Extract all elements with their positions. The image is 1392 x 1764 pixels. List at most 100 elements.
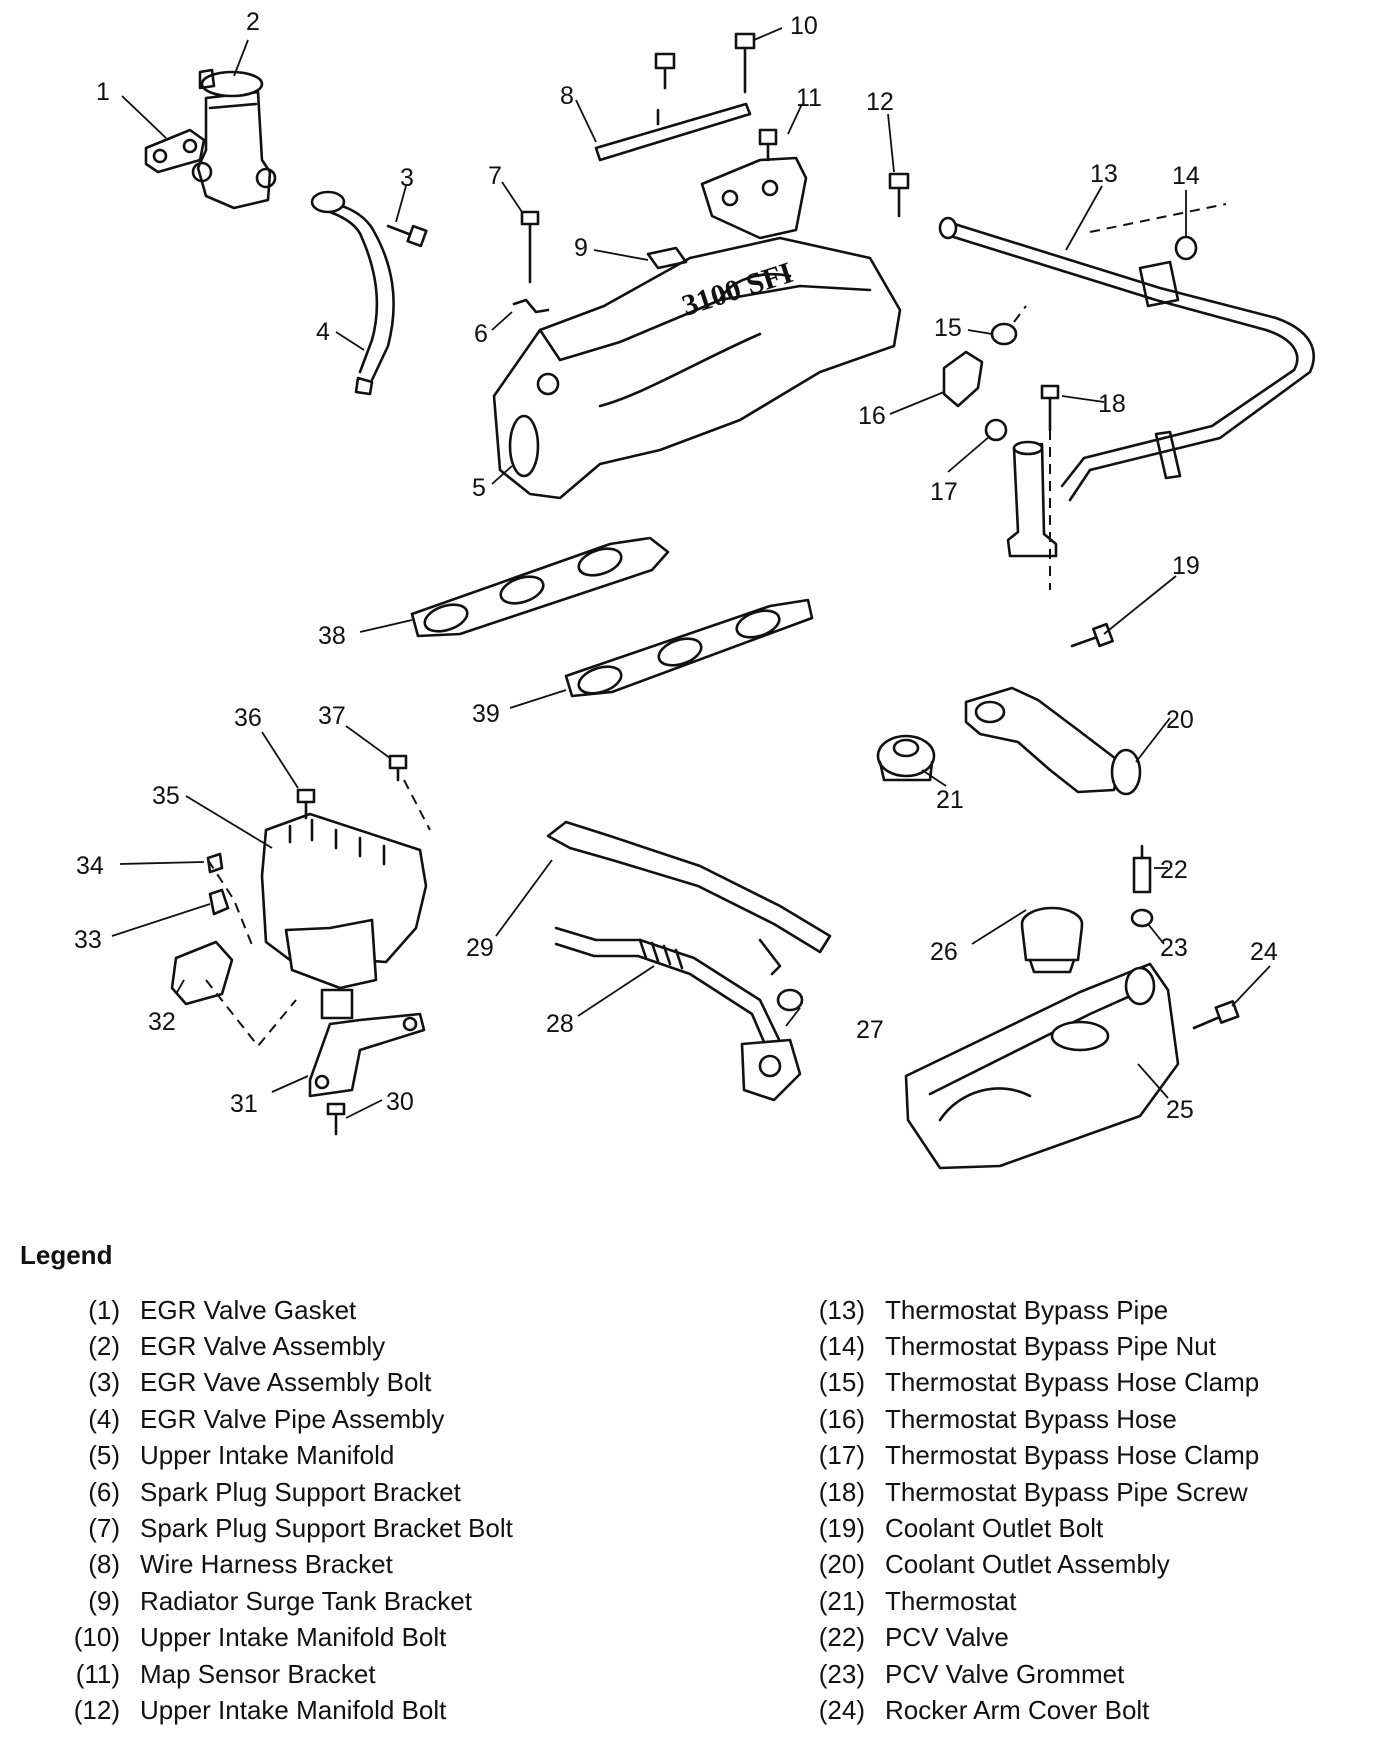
exploded-parts-diagram: 3100 SFI — [74, 8, 1315, 1170]
egr-inlet-pipe — [554, 926, 802, 1102]
legend-item-label: Thermostat — [885, 1585, 1017, 1616]
thermostat-bypass-hose-clamp-15 — [990, 322, 1018, 346]
map-sensor-bracket-lower — [308, 988, 426, 1098]
coil-bolt-37 — [388, 754, 408, 782]
legend-item-number: (23) — [818, 1658, 865, 1689]
legend-item: (11)Map Sensor Bracket — [60, 1656, 513, 1692]
coolant-outlet-assembly — [964, 686, 1142, 796]
legend-item-number: (16) — [818, 1403, 865, 1434]
bracket-bolt-30 — [326, 1102, 346, 1136]
callout-labels: 1 2 3 4 5 6 7 8 9 10 11 12 13 14 15 16 1… — [74, 8, 1278, 1124]
legend-item-number: (1) — [88, 1294, 120, 1325]
upper-intake-manifold: 3100 SFI — [492, 236, 902, 500]
legend-item-label: Upper Intake Manifold Bolt — [140, 1694, 447, 1725]
thermostat-bypass-pipe-screw — [1040, 384, 1060, 432]
legend-item-label: PCV Valve — [885, 1622, 1009, 1653]
legend-item: (13)Thermostat Bypass Pipe — [805, 1292, 1259, 1328]
thermostat-bypass-pipe — [938, 216, 1315, 502]
callout-29: 29 — [466, 934, 494, 962]
coil-bolt-36 — [296, 788, 316, 820]
thermostat-bypass-hose-clamp-17 — [984, 418, 1008, 442]
egr-valve-assembly-bolt — [386, 224, 428, 248]
callout-8: 8 — [560, 82, 574, 110]
callout-33: 33 — [74, 926, 102, 954]
legend-item-number: (20) — [818, 1549, 865, 1580]
callout-35: 35 — [152, 782, 180, 810]
legend-item-label: Rocker Arm Cover Bolt — [885, 1694, 1150, 1725]
thermostat — [876, 734, 936, 782]
legend-item-number: (8) — [88, 1549, 120, 1580]
legend-item-number: (19) — [818, 1513, 865, 1544]
map-sensor — [170, 940, 234, 1006]
radiator-surge-tank-bracket — [646, 246, 688, 270]
legend-item: (16)Thermostat Bypass Hose — [805, 1401, 1259, 1437]
callout-2: 2 — [246, 8, 260, 36]
callout-13: 13 — [1090, 160, 1118, 188]
callout-25: 25 — [1166, 1096, 1194, 1124]
legend-item-number: (14) — [818, 1331, 865, 1362]
callout-22: 22 — [1160, 856, 1188, 884]
legend-item-label: Spark Plug Support Bracket Bolt — [140, 1513, 513, 1544]
legend-item: (2)EGR Valve Assembly — [60, 1328, 513, 1364]
legend-list-right: (13)Thermostat Bypass Pipe(14) Thermostat… — [805, 1292, 1260, 1729]
legend-item-number: (15) — [818, 1367, 865, 1398]
legend-item-label: Thermostat Bypass Pipe Screw — [885, 1476, 1248, 1507]
callout-31: 31 — [230, 1090, 258, 1118]
legend-item-number: (13) — [818, 1294, 865, 1325]
legend-item-label: EGR Valve Pipe Assembly — [140, 1403, 445, 1434]
legend-item-number: (2) — [88, 1331, 120, 1362]
egr-valve-pipe-assembly — [310, 190, 395, 396]
callout-30: 30 — [386, 1088, 414, 1116]
legend-item-label: Radiator Surge Tank Bracket — [140, 1585, 472, 1616]
legend-item: (22)PCV Valve — [805, 1620, 1259, 1656]
legend-item-label: Wire Harness Bracket — [140, 1549, 393, 1580]
upper-intake-manifold-bolt-12 — [888, 172, 910, 218]
callout-26: 26 — [930, 938, 958, 966]
egr-valve-assembly — [191, 68, 277, 210]
callout-12: 12 — [866, 88, 894, 116]
callout-34: 34 — [76, 852, 104, 880]
legend-item: (6)Spark Plug Support Bracket — [60, 1474, 513, 1510]
callout-36: 36 — [234, 704, 262, 732]
callout-21: 21 — [936, 786, 964, 814]
legend-item-number: (3) — [88, 1367, 120, 1398]
legend-item-number: (5) — [88, 1440, 120, 1471]
callout-1: 1 — [96, 78, 110, 106]
map-sensor-bracket — [700, 128, 808, 240]
callout-11: 11 — [796, 84, 822, 112]
intake-gasket-39 — [564, 598, 814, 698]
callout-18: 18 — [1098, 390, 1126, 418]
callout-6: 6 — [474, 320, 488, 348]
callout-37: 37 — [318, 702, 346, 730]
callout-38: 38 — [318, 622, 346, 650]
callout-15: 15 — [934, 314, 962, 342]
legend-item: (19)Coolant Outlet Bolt — [805, 1510, 1259, 1546]
spark-plug-support-bracket — [512, 298, 550, 314]
legend-item-label: Thermostat Bypass Pipe Nut — [885, 1331, 1216, 1362]
leader-lines — [111, 27, 1271, 1119]
egr-cross-pipe — [546, 820, 832, 976]
intake-gasket-38 — [410, 536, 670, 638]
rocker-arm-cover — [904, 962, 1180, 1170]
legend-item-number: (10) — [73, 1622, 120, 1653]
spark-plug-wire-clip-34 — [206, 852, 224, 874]
thermostat-bypass-pipe-elbow — [1006, 440, 1058, 558]
callout-28: 28 — [546, 1010, 574, 1038]
legend-item: (23)PCV Valve Grommet — [805, 1656, 1259, 1692]
legend-item: (9)Radiator Surge Tank Bracket — [60, 1583, 513, 1619]
legend-item: (15) Thermostat Bypass Hose Clamp — [805, 1365, 1260, 1401]
legend-item-number: (24) — [818, 1694, 865, 1725]
callout-39: 39 — [472, 700, 500, 728]
legend-item-label: Thermostat Bypass Hose Clamp — [885, 1440, 1260, 1471]
legend-item-label: Thermostat Bypass Hose Clamp — [885, 1367, 1260, 1398]
callout-17: 17 — [930, 478, 958, 506]
legend-item: (10)Upper Intake Manifold Bolt — [60, 1620, 513, 1656]
spark-plug-support-bracket-bolt — [520, 210, 540, 284]
spark-plug-wire-clip-33 — [208, 888, 230, 916]
upper-intake-manifold-bolt-10 — [654, 32, 756, 94]
legend-item: (21)Thermostat — [805, 1583, 1259, 1619]
ignition-coil-module — [260, 812, 428, 990]
alignment-lines — [205, 203, 1227, 1048]
legend-item-label: Coolant Outlet Assembly — [885, 1549, 1170, 1580]
legend-item-number: (18) — [818, 1476, 865, 1507]
